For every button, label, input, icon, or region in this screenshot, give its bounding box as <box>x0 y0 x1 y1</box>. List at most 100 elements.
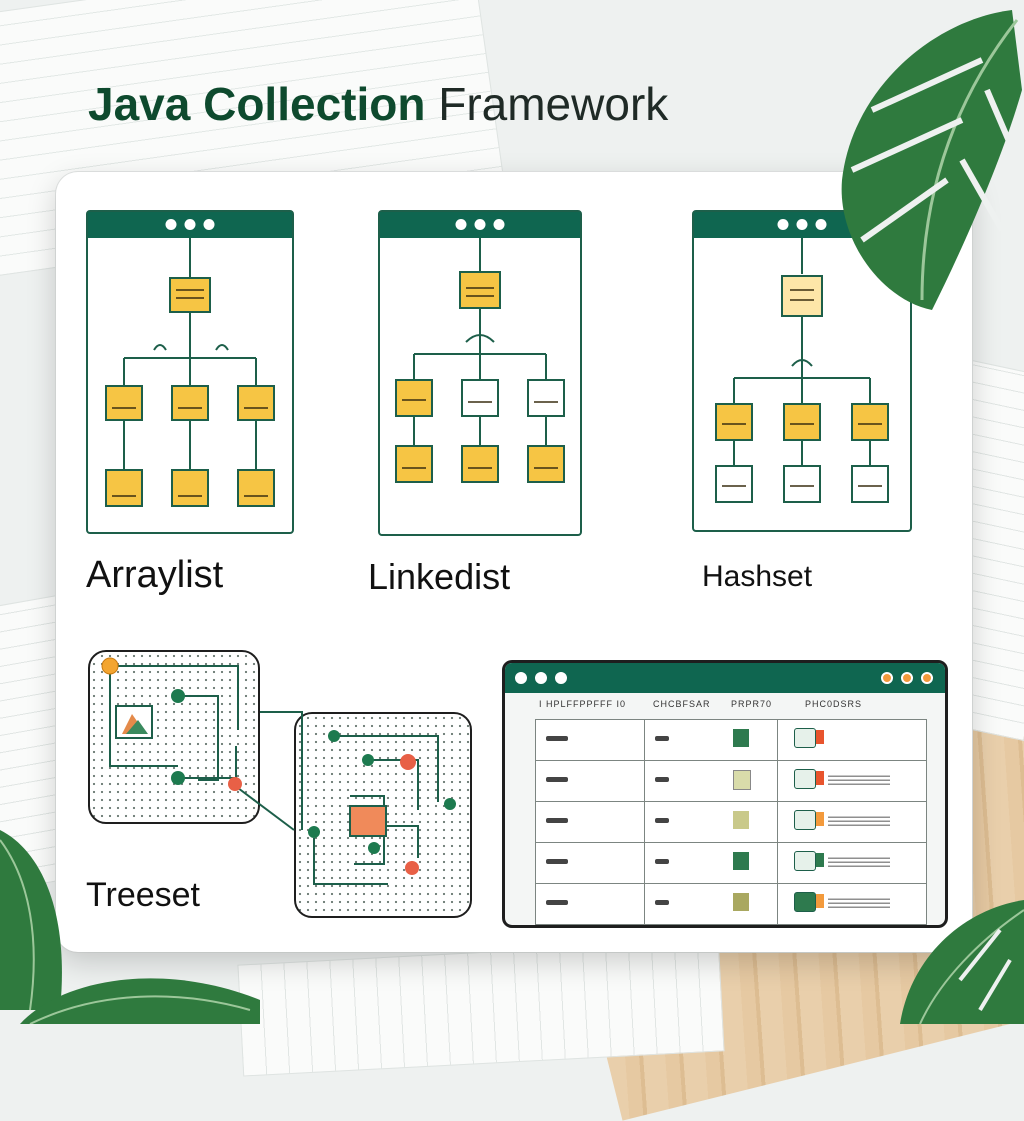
collection-table-window: I HPLFFPPFFF I0 CHCBFSAR PRPR70 PHC0DSRS <box>502 660 948 928</box>
node-icon <box>362 754 374 766</box>
image-icon <box>794 769 816 789</box>
node-icon <box>461 379 499 417</box>
tag-icon <box>816 771 824 785</box>
cell-text <box>828 857 890 867</box>
window-dots-icon <box>455 219 505 230</box>
hashset-label: Hashset <box>702 560 813 593</box>
root-node-icon <box>169 277 211 313</box>
cell-text <box>546 900 568 905</box>
title-part-regular: Framework <box>438 78 669 130</box>
tag-icon <box>816 812 824 826</box>
linkedlist-label: Linkedist <box>368 556 511 597</box>
leaf-icon <box>0 830 62 1011</box>
leaf-icon <box>900 900 1024 1024</box>
title-part-bold: Java Collection <box>88 78 426 130</box>
image-icon <box>794 810 816 830</box>
file-icon <box>733 770 751 790</box>
node-icon <box>395 445 433 483</box>
image-icon <box>794 851 816 871</box>
window-title-bar <box>88 212 292 238</box>
arraylist-window <box>86 210 294 534</box>
linkedlist-diagram <box>395 238 565 483</box>
window-dots-icon <box>881 672 933 684</box>
node-icon <box>308 826 320 838</box>
table-row <box>535 801 927 843</box>
cell-text <box>655 777 669 782</box>
image-icon <box>794 728 816 748</box>
window-dots-icon <box>165 219 215 230</box>
node-icon <box>171 689 185 703</box>
linkedlist-window <box>378 210 582 536</box>
tag-icon <box>816 730 824 744</box>
window-title-bar <box>505 663 945 693</box>
leaf-icon <box>20 978 260 1024</box>
column-header: CHCBFSAR <box>653 699 711 709</box>
table-row <box>535 719 927 761</box>
treeset-grid-panel <box>88 650 260 824</box>
root-node-icon <box>781 275 823 317</box>
node-icon <box>527 379 565 417</box>
node-icon <box>237 385 275 421</box>
cell-text <box>655 736 669 741</box>
node-icon <box>851 403 889 441</box>
node-icon <box>783 403 821 441</box>
table-row <box>535 842 927 884</box>
tag-icon <box>816 894 824 908</box>
table-header: I HPLFFPPFFF I0 CHCBFSAR PRPR70 PHC0DSRS <box>535 699 935 719</box>
node-icon <box>328 730 340 742</box>
node-icon <box>228 777 242 791</box>
window-title-bar <box>380 212 580 238</box>
file-icon <box>733 811 749 829</box>
cell-text <box>828 775 890 785</box>
node-icon <box>527 445 565 483</box>
page-title: Java Collection Framework <box>88 76 668 132</box>
treeset-diagram <box>101 657 456 885</box>
column-header: PRPR70 <box>731 699 773 709</box>
cell-text <box>655 818 669 823</box>
cell-text <box>546 859 568 864</box>
cell-text <box>546 777 568 782</box>
node-icon <box>171 771 185 785</box>
node-icon <box>105 469 143 507</box>
node-icon <box>461 445 499 483</box>
column-header: PHC0DSRS <box>805 699 863 709</box>
arraylist-label: Arraylist <box>86 554 224 596</box>
node-icon <box>237 469 275 507</box>
file-icon <box>733 893 749 911</box>
cell-text <box>546 818 568 823</box>
data-table <box>535 719 927 925</box>
node-icon <box>783 465 821 503</box>
table-row <box>535 760 927 802</box>
column-header: I HPLFFPPFFF I0 <box>539 699 627 709</box>
table-row <box>535 883 927 925</box>
node-icon <box>444 798 456 810</box>
node-icon <box>400 754 416 770</box>
hashset-diagram <box>715 238 889 503</box>
cell-text <box>828 816 890 826</box>
node-icon <box>171 469 209 507</box>
node-icon <box>715 465 753 503</box>
node-icon <box>405 861 419 875</box>
node-icon <box>851 465 889 503</box>
root-node-icon <box>459 271 501 309</box>
arraylist-diagram <box>105 238 275 507</box>
cell-text <box>655 900 669 905</box>
image-icon <box>794 892 816 912</box>
cell-text <box>546 736 568 741</box>
node-icon <box>715 403 753 441</box>
node-icon <box>368 842 380 854</box>
cell-text <box>828 898 890 908</box>
node-icon <box>395 379 433 417</box>
node-icon <box>101 657 119 675</box>
file-icon <box>733 729 749 747</box>
leaf-icon <box>841 10 1022 310</box>
treeset-card-icon <box>349 805 387 837</box>
file-icon <box>733 852 749 870</box>
treeset-label: Treeset <box>86 876 201 914</box>
node-icon <box>105 385 143 421</box>
window-dots-icon <box>777 219 827 230</box>
window-dots-icon <box>515 672 567 684</box>
cell-text <box>655 859 669 864</box>
node-icon <box>171 385 209 421</box>
tag-icon <box>816 853 824 867</box>
